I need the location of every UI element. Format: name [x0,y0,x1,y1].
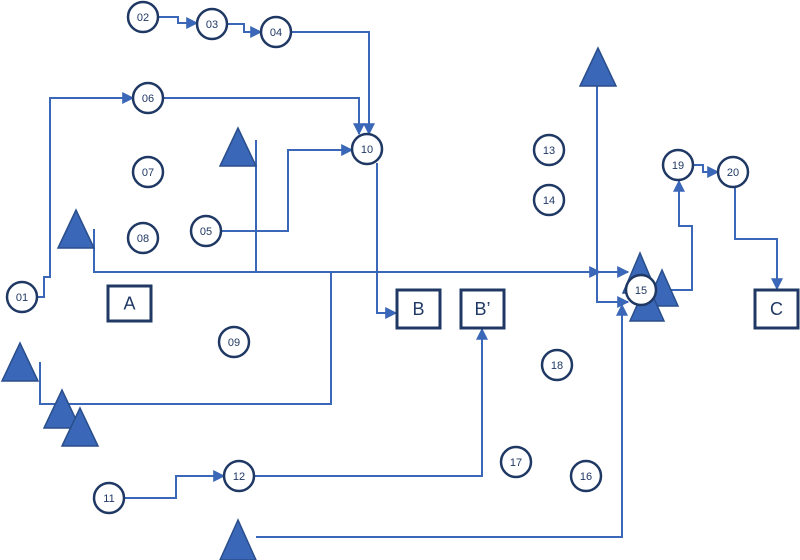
connector-line-10 [39,272,332,405]
box-label: A [123,294,135,314]
node-label: 01 [16,292,28,304]
node-label: 20 [727,167,739,179]
node-circle [532,133,566,167]
triangle-marker-4 [0,341,40,382]
box-frame [395,288,442,330]
node-label: 10 [361,144,373,156]
connector-line-3 [291,31,375,136]
triangle-marker-7 [219,518,257,560]
node-label: 08 [137,233,149,245]
node-circle [499,445,533,479]
node-09: 09 [217,325,251,359]
node-circle [716,155,750,189]
node-circle [131,81,165,115]
node-15: 15 [624,273,658,307]
box-frame [459,288,506,330]
node-label: 09 [228,337,240,349]
node-03: 03 [195,7,229,41]
node-label: 02 [137,12,149,24]
node-12: 12 [222,459,256,493]
node-circle [624,273,658,307]
node-circle [189,214,223,248]
node-circle [350,132,384,166]
node-circle [195,7,229,41]
node-label: 17 [510,457,522,469]
node-label: 14 [543,195,555,207]
connector-line-12 [596,86,630,308]
node-06: 06 [131,81,165,115]
node-label: 12 [233,471,245,483]
node-02: 02 [126,0,160,34]
node-label: 03 [206,19,218,31]
node-01: 01 [5,280,39,314]
box-a: A [106,284,153,323]
connector-line-18 [256,303,628,538]
node-circle [126,0,160,34]
node-circle [5,280,39,314]
node-circle [661,148,695,182]
connector-line-17 [254,327,488,477]
box-frame [106,284,153,323]
triangle-markers [0,46,680,560]
triangle-marker-3 [56,208,96,249]
node-label: 11 [103,493,114,505]
node-circle [259,15,293,49]
node-04: 04 [259,15,293,49]
node-18: 18 [540,348,574,382]
box-label: B’ [474,299,490,319]
connector-line-14 [693,164,720,178]
node-label: 19 [672,160,684,172]
node-circle [532,183,566,217]
connector-line-13 [656,179,693,291]
box-label: B [412,299,424,319]
node-10: 10 [350,132,384,166]
box-b: B [395,288,442,330]
connector-line-16 [124,470,226,499]
box-frame [753,288,800,330]
connector-line-6 [206,144,354,232]
node-16: 16 [569,459,603,493]
node-label: 18 [551,360,563,372]
node-circle [131,155,165,189]
connector-line-5 [163,97,365,136]
triangle-marker-2 [218,126,258,167]
node-19: 19 [661,148,695,182]
connector-line-7 [376,163,398,319]
node-circle [217,325,251,359]
node-label: 13 [543,145,555,157]
triangle-marker-1 [578,46,618,87]
node-circle [92,481,126,515]
node-label: 07 [142,167,154,179]
box-label: C [770,299,783,319]
node-label: 04 [270,27,282,39]
node-label: 15 [635,285,647,297]
triangle-marker-6 [60,406,100,447]
labeled-boxes: A B B’ C [106,284,800,330]
connector-line-1 [143,16,199,29]
connector-lines [22,16,783,538]
node-13: 13 [532,133,566,167]
node-14: 14 [532,183,566,217]
connector-line-8 [93,229,602,278]
box-c: C [753,288,800,330]
node-20: 20 [716,155,750,189]
triangle-marker-5 [42,388,82,429]
node-circle [540,348,574,382]
node-08: 08 [126,221,160,255]
node-17: 17 [499,445,533,479]
node-07: 07 [131,155,165,189]
node-label: 05 [200,226,212,238]
box-bprime: B’ [459,288,506,330]
node-circle [569,459,603,493]
node-05: 05 [189,214,223,248]
node-circle [126,221,160,255]
connector-line-15 [734,187,783,291]
node-11: 11 [92,481,126,515]
node-circle [222,459,256,493]
node-label: 16 [580,471,592,483]
node-label: 06 [142,93,154,105]
node-circles: 01 02 03 04 05 06 07 08 09 10 11 12 13 14 15 16 17 18 19 20 [5,0,750,515]
connector-line-4 [22,92,135,298]
